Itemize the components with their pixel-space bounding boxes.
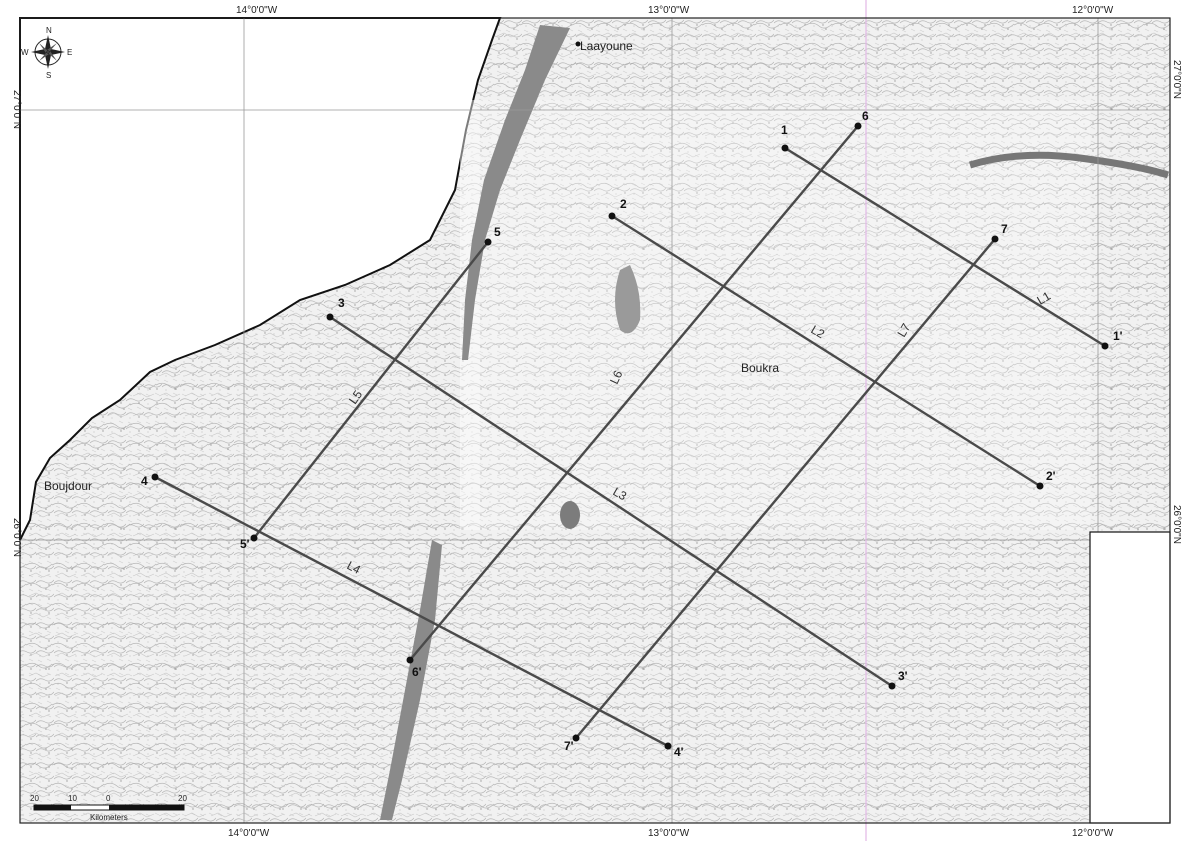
profile-l5-start-label: 5 — [494, 225, 501, 239]
profile-line-l3 — [329, 315, 893, 688]
scale-tick-1: 20 — [30, 794, 39, 803]
lon-top-2: 13°0'0"W — [648, 5, 690, 16]
profile-l3-start-label: 3 — [338, 296, 345, 310]
profile-l3-name: L3 — [611, 484, 630, 503]
profile-l5-end-point — [250, 534, 258, 542]
profile-l2-start-label: 2 — [620, 197, 627, 211]
profile-l1-start-point — [781, 144, 789, 152]
scale-tick-3: 0 — [106, 794, 111, 803]
profile-l7-end-label: 7' — [564, 739, 574, 753]
profile-line-l2 — [611, 214, 1041, 488]
profile-l6-end-label: 6' — [412, 665, 422, 679]
scale-unit: Kilometers — [90, 813, 128, 822]
compass-s: S — [46, 71, 51, 80]
profile-l4-start-label: 4 — [141, 474, 148, 488]
profile-l7-start-point — [991, 235, 999, 243]
profile-l3-end-label: 3' — [898, 669, 908, 683]
profile-l6-start-point — [854, 122, 862, 130]
lon-bottom-2: 13°0'0"W — [648, 828, 690, 839]
sabkha-small — [560, 501, 580, 529]
place-laayoune: Laayoune — [580, 39, 633, 53]
light-overlay-panel — [480, 100, 1090, 530]
profile-l1-end-label: 1' — [1113, 329, 1123, 343]
inset-box — [1089, 531, 1171, 824]
profile-l5-end-label: 5' — [240, 537, 250, 551]
sabkha-lake — [615, 265, 641, 334]
profile-l2-start-point — [608, 212, 616, 220]
profile-l2-end-point — [1036, 482, 1044, 490]
profile-l1-end-point — [1101, 342, 1109, 350]
lon-bottom-1: 14°0'0"W — [228, 828, 270, 839]
place-boukra: Boukra — [741, 361, 779, 375]
map-frame — [19, 17, 1171, 824]
profile-l4-end-label: 4' — [674, 745, 684, 759]
profile-line-l7 — [575, 238, 996, 739]
compass-rose-icon: N S E W — [21, 26, 72, 80]
profile-line-l1 — [784, 146, 1106, 348]
profile-l4-end-point — [664, 742, 672, 750]
place-boujdour: Boujdour — [44, 479, 92, 493]
lat-left-2: 26°0'0"N — [11, 518, 22, 557]
profile-l3-end-point — [888, 682, 896, 690]
compass-n: N — [46, 26, 52, 35]
compass-e: E — [67, 48, 72, 57]
profile-l7-name: L7 — [894, 321, 913, 340]
lat-right-2: 26°0'0"N — [1171, 505, 1182, 544]
profile-l2-name: L2 — [809, 322, 828, 341]
profile-l7-end-point — [572, 734, 580, 742]
dune-band-south — [380, 540, 442, 820]
profile-l1-start-label: 1 — [781, 123, 788, 137]
profile-l2-end-label: 2' — [1046, 469, 1056, 483]
lon-top-1: 14°0'0"W — [236, 5, 278, 16]
place-laayoune-dot — [575, 41, 581, 47]
atlantic-ocean — [19, 17, 502, 541]
profile-l6-end-point — [406, 656, 414, 664]
compass-w: W — [21, 48, 29, 57]
profile-l6-name: L6 — [607, 368, 625, 386]
lon-bottom-3: 12°0'0"W — [1072, 828, 1114, 839]
lat-right-1: 27°0'0"N — [1171, 60, 1182, 99]
profile-l1-name: L1 — [1035, 289, 1054, 308]
profile-l4-name: L4 — [345, 558, 364, 577]
profile-line-l6 — [409, 125, 859, 661]
scale-tick-4: 20 — [178, 794, 187, 803]
profile-l5-start-point — [484, 238, 492, 246]
wadi-channel — [968, 151, 1170, 179]
profile-l3-start-point — [326, 313, 334, 321]
profile-l7-start-label: 7 — [1001, 222, 1008, 236]
dune-band-north — [462, 25, 570, 360]
lon-top-3: 12°0'0"W — [1072, 5, 1114, 16]
scale-bar: 20 10 0 20 Kilometers — [30, 794, 187, 822]
profile-l6-start-label: 6 — [862, 109, 869, 123]
lat-left-1: 27°0'0"N — [11, 90, 22, 129]
profile-line-l5 — [253, 241, 489, 539]
profile-line-l4 — [154, 475, 669, 748]
scale-tick-2: 10 — [68, 794, 77, 803]
profile-l4-start-point — [151, 473, 159, 481]
